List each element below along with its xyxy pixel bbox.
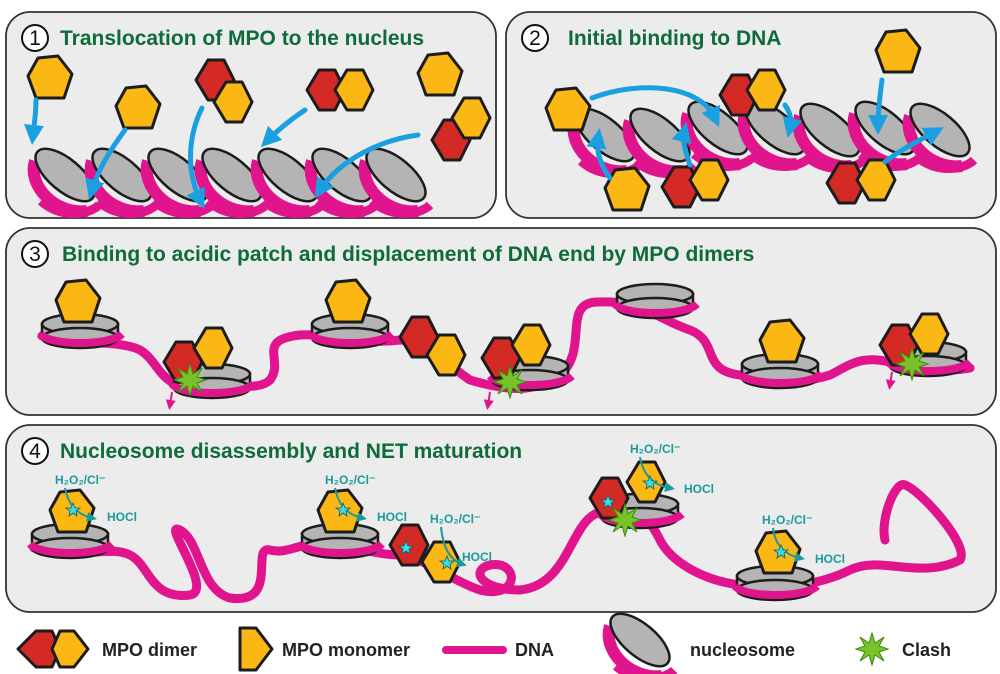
reaction-annotation: H₂O₂/Cl⁻ HOCl [599, 442, 714, 509]
panel-1: 1 Translocation of MPO to the nucleus [5, 11, 497, 218]
arrow-icon [868, 77, 889, 135]
panel-3-title: Binding to acidic patch and displacement… [62, 243, 754, 266]
clash-icon [173, 363, 207, 397]
legend-label: Clash [902, 640, 951, 660]
reaction-annotation: H₂O₂/Cl⁻ HOCl [762, 513, 845, 566]
panel-4: 4 Nucleosome disassembly and NET maturat… [5, 424, 997, 613]
arrow-icon [589, 85, 720, 128]
panel-4-title: Nucleosome disassembly and NET maturatio… [60, 440, 522, 463]
panel-3-number-badge [21, 240, 49, 268]
panel-1-title: Translocation of MPO to the nucleus [60, 27, 424, 50]
arrow-icon [24, 97, 44, 145]
substrate-label: H₂O₂/Cl⁻ [55, 473, 105, 487]
legend: MPO dimer MPO monomer DNA nucleosome Cla… [16, 605, 951, 674]
legend-label: MPO dimer [102, 640, 197, 660]
dna-displacement-arrow [885, 371, 896, 390]
arrow-icon [260, 107, 308, 148]
panel-2-number: 2 [529, 27, 541, 50]
legend-label: MPO monomer [282, 640, 410, 660]
legend-label: DNA [515, 640, 554, 660]
legend-item-clash: Clash [855, 632, 951, 666]
panel-2-title: Initial binding to DNA [568, 27, 781, 50]
arrow-icon [586, 128, 613, 181]
arrow-icon [85, 127, 128, 200]
substrate-label: H₂O₂/Cl⁻ [762, 513, 812, 527]
dna-strand [29, 480, 966, 603]
active-site-star-icon [641, 474, 659, 490]
arrow-icon [671, 122, 693, 168]
substrate-label: H₂O₂/Cl⁻ [430, 512, 480, 526]
product-label: HOCl [462, 550, 492, 564]
dna-displacement-arrow [483, 391, 494, 410]
panel-4-number: 4 [29, 440, 41, 463]
dna-displacement-arrow [165, 391, 176, 410]
panel-2: 2 Initial binding to DNA [505, 11, 997, 219]
panel-4-background [5, 424, 997, 613]
legend-label: nucleosome [690, 640, 795, 660]
product-label: HOCl [377, 510, 407, 524]
active-site-star-icon [438, 554, 456, 570]
nucleosome-icon [602, 605, 678, 674]
arrow-icon [882, 127, 944, 165]
active-site-star-icon [334, 501, 352, 517]
panel-2-number-badge [521, 24, 549, 52]
reaction-annotation: H₂O₂/Cl⁻ HOCl [397, 512, 492, 570]
panel-3-number: 3 [29, 243, 41, 266]
legend-item-dna: DNA [442, 640, 554, 660]
arrow-icon [782, 102, 803, 138]
legend-item-mpo-monomer: MPO monomer [238, 626, 410, 672]
product-label: HOCl [815, 552, 845, 566]
active-site-star-icon [64, 501, 82, 517]
substrate-label: H₂O₂/Cl⁻ [630, 442, 680, 456]
product-label: HOCl [684, 482, 714, 496]
clash-icon [895, 347, 929, 381]
mpo-dimer-icon [16, 629, 90, 669]
legend-item-nucleosome: nucleosome [602, 605, 795, 674]
active-site-star-icon [397, 539, 415, 555]
panel-1-number-badge [21, 24, 49, 52]
substrate-label: H₂O₂/Cl⁻ [325, 473, 375, 487]
product-label: HOCl [107, 510, 137, 524]
reaction-annotation: H₂O₂/Cl⁻ HOCl [325, 473, 407, 524]
arrow-icon [314, 132, 421, 199]
panel-4-number-badge [21, 437, 49, 465]
clash-icon [493, 365, 527, 399]
active-site-star-icon [772, 543, 790, 559]
clash-icon [855, 632, 889, 666]
arrow-icon [186, 105, 205, 210]
panel-3: 3 Binding to acidic patch and displaceme… [5, 227, 997, 416]
clash-icon [608, 503, 642, 537]
active-site-star-icon [599, 493, 617, 509]
panel-1-number: 1 [29, 27, 41, 50]
reaction-annotation: H₂O₂/Cl⁻ HOCl [55, 473, 137, 524]
nucleosome-icon [615, 284, 697, 318]
legend-item-mpo-dimer: MPO dimer [16, 629, 197, 669]
mpo-monomer-icon [238, 626, 274, 672]
